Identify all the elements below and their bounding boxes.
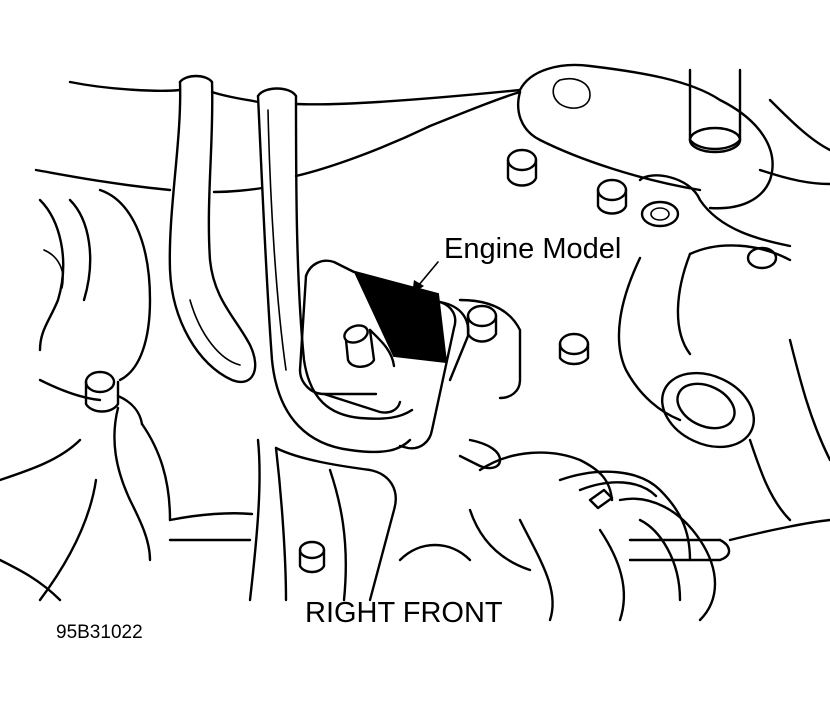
callout-leader — [412, 261, 439, 294]
bracket-bolt — [343, 324, 396, 368]
right-front-label: RIGHT FRONT — [305, 597, 503, 629]
engine-model-plate — [353, 270, 448, 364]
lower-assembly — [398, 451, 731, 622]
engine-model-label: Engine Model — [444, 233, 621, 265]
middle-bolts — [458, 298, 590, 470]
lower-mount — [168, 438, 397, 602]
left-bolt — [84, 370, 172, 562]
upper-hose — [34, 80, 522, 194]
left-tube — [168, 74, 257, 383]
figure-code-label: 95B31022 — [56, 622, 143, 643]
main-tube — [256, 87, 414, 454]
upper-right-block — [517, 63, 830, 210]
right-elbow — [617, 244, 830, 542]
left-housing — [0, 188, 152, 602]
